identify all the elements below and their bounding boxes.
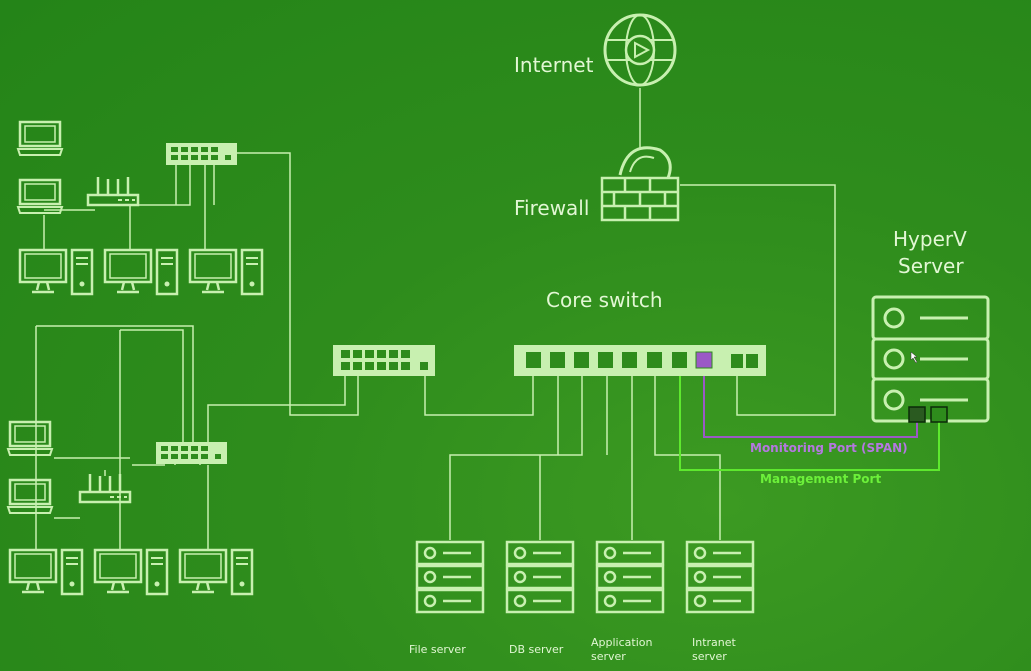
hyperv-management-nic <box>930 406 948 423</box>
monitoring-port-line <box>703 370 918 438</box>
management-port-label: Management Port <box>760 472 882 486</box>
desktop-icon <box>8 548 84 596</box>
globe-icon <box>603 13 677 87</box>
connection-lines <box>35 88 836 550</box>
firewall-label: Firewall <box>514 196 590 220</box>
top-switch-distribution-link <box>237 152 359 416</box>
core-switch-icon <box>514 345 766 376</box>
distribution-core-link <box>424 376 534 416</box>
hyperv-monitoring-nic <box>908 406 926 423</box>
desktop-icon <box>188 248 264 296</box>
firewall-icon <box>600 146 680 222</box>
firewall-core-link <box>680 184 836 416</box>
laptop-icon <box>6 478 54 515</box>
hyperv-label-line1: HyperV <box>893 227 967 251</box>
top-cluster-links <box>43 165 215 250</box>
core-switch-label: Core switch <box>546 288 663 312</box>
laptop-icon <box>16 120 64 157</box>
intranet-server-label: Intranet server <box>692 636 736 663</box>
laptop-icon <box>16 178 64 215</box>
file-server-label: File server <box>409 643 466 656</box>
top-access-switch-icon <box>166 143 237 165</box>
router-icon <box>86 175 140 207</box>
distribution-lower-switch-link <box>207 376 346 442</box>
server-rack-icon <box>595 540 665 614</box>
server-rack-icon <box>685 540 755 614</box>
db-server-label: DB server <box>509 643 564 656</box>
hyperv-label-line2: Server <box>898 254 964 278</box>
server-rack-icon <box>505 540 575 614</box>
distribution-switch-icon <box>333 345 435 376</box>
router-icon <box>78 472 132 504</box>
internet-label: Internet <box>514 53 594 77</box>
lower-cluster-links <box>35 325 209 550</box>
span-port <box>695 351 713 369</box>
desktop-icon <box>103 248 179 296</box>
hyperv-server-icon <box>871 295 990 423</box>
server-rack-icon <box>415 540 485 614</box>
application-server-label: Application server <box>591 636 653 663</box>
cursor-icon <box>910 351 918 364</box>
desktop-icon <box>18 248 94 296</box>
monitoring-port-label: Monitoring Port (SPAN) <box>750 441 908 455</box>
server-links <box>449 376 721 540</box>
lower-access-switch-icon <box>156 442 227 464</box>
management-port-line <box>679 370 940 471</box>
laptop-icon <box>6 420 54 457</box>
desktop-icon <box>93 548 169 596</box>
desktop-icon <box>178 548 254 596</box>
